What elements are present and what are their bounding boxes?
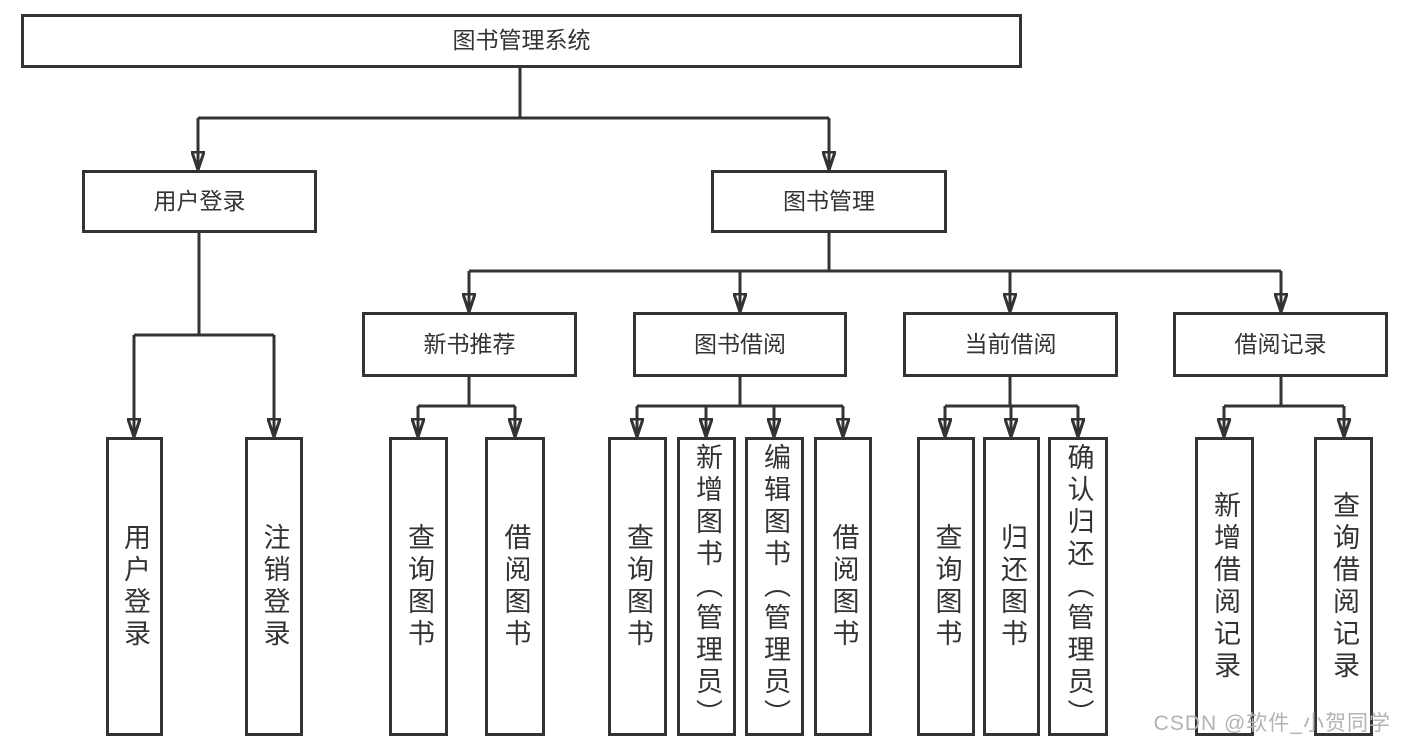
- leaf-label: 借阅图书: [500, 522, 531, 651]
- borrow-records-branch-connectors: [1224, 377, 1344, 437]
- leaf-add-books-admin: 新增图书（管理员）: [677, 437, 736, 736]
- node-book-borrow: 图书借阅: [633, 312, 847, 377]
- leaf-label: 用户登录: [120, 522, 150, 651]
- node-label: 新书推荐: [423, 330, 516, 357]
- node-label: 图书管理系统: [452, 27, 591, 54]
- leaf-label: 查询图书: [623, 522, 653, 651]
- leaf-label: 新增借阅记录: [1210, 490, 1240, 683]
- leaf-label: 借阅图书: [828, 522, 859, 651]
- leaf-label: 注销登录: [259, 522, 290, 651]
- leaf-label: 确认归还（管理员）: [1063, 442, 1094, 731]
- node-label: 用户登录: [153, 187, 246, 214]
- new-books-branch-connectors: [418, 377, 515, 437]
- node-label: 图书借阅: [694, 330, 786, 357]
- leaf-edit-books-admin: 编辑图书（管理员）: [745, 437, 804, 736]
- node-root-system: 图书管理系统: [21, 14, 1022, 68]
- node-label: 当前借阅: [964, 330, 1057, 357]
- book-borrow-branch-connectors: [637, 377, 843, 437]
- leaf-logout: 注销登录: [245, 437, 303, 736]
- leaf-return-books: 归还图书: [983, 437, 1040, 736]
- leaf-label: 查询图书: [404, 522, 434, 651]
- leaf-borrow-books-2: 借阅图书: [814, 437, 872, 736]
- leaf-query-borrow-record: 查询借阅记录: [1314, 437, 1373, 736]
- leaf-label: 编辑图书（管理员）: [760, 442, 790, 731]
- leaf-label: 查询借阅记录: [1329, 490, 1359, 683]
- node-label: 图书管理: [783, 187, 875, 214]
- leaf-query-books-2: 查询图书: [608, 437, 667, 736]
- root-branch-connectors: [198, 68, 829, 170]
- leaf-query-books-1: 查询图书: [389, 437, 448, 736]
- node-book-mgmt: 图书管理: [711, 170, 947, 233]
- node-label: 借阅记录: [1234, 330, 1327, 357]
- user-login-branch-connectors: [134, 233, 274, 437]
- leaf-user-login: 用户登录: [106, 437, 163, 736]
- leaf-label: 归还图书: [997, 522, 1027, 651]
- node-borrow-records: 借阅记录: [1173, 312, 1388, 377]
- leaf-confirm-return-admin: 确认归还（管理员）: [1048, 437, 1108, 736]
- book-mgmt-branch-connectors: [469, 233, 1281, 312]
- leaf-label: 查询图书: [931, 522, 962, 651]
- current-borrow-branch-connectors: [945, 377, 1078, 437]
- node-user-login: 用户登录: [82, 170, 317, 233]
- leaf-add-borrow-record: 新增借阅记录: [1195, 437, 1254, 736]
- leaf-query-books-3: 查询图书: [917, 437, 975, 736]
- leaf-label: 新增图书（管理员）: [692, 442, 722, 731]
- leaf-borrow-books-1: 借阅图书: [485, 437, 545, 736]
- node-current-borrow: 当前借阅: [903, 312, 1118, 377]
- csdn-watermark: CSDN @软件_小贺同学: [1153, 712, 1391, 735]
- node-new-books: 新书推荐: [362, 312, 577, 377]
